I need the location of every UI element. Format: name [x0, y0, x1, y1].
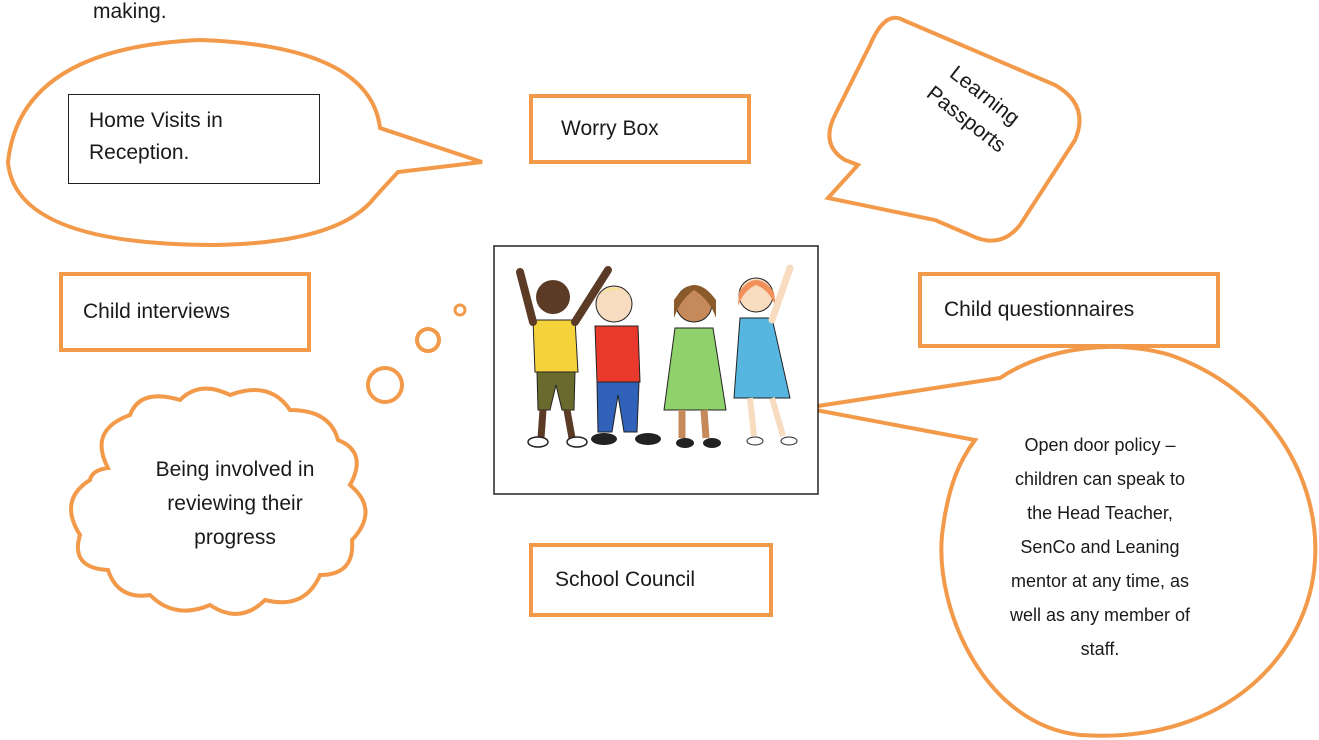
worry-box-label: Worry Box	[561, 117, 659, 140]
home-visits-label: Home Visits in Reception.	[89, 109, 223, 164]
open-door-label: Open door policy – children can speak to…	[1009, 435, 1191, 659]
thought-dot-large	[366, 366, 404, 404]
open-door-text-area: Open door policy – children can speak to…	[1000, 428, 1200, 668]
child-questionnaires-box: Child questionnaires	[918, 272, 1220, 348]
child-interviews-label: Child interviews	[83, 300, 231, 323]
cloud-bubble	[69, 386, 368, 616]
thought-dot-small	[453, 303, 467, 317]
reviewing-progress-label: Being involved in reviewing their progre…	[155, 458, 315, 549]
worry-box: Worry Box	[529, 94, 751, 164]
school-council-box: School Council	[529, 543, 773, 617]
child-questionnaires-label: Child questionnaires	[944, 298, 1135, 321]
top-text-fragment: making.	[93, 0, 167, 23]
thought-dot-medium	[415, 327, 441, 353]
rounded-speech-bubble	[824, 15, 1082, 243]
school-council-label: School Council	[555, 568, 696, 591]
child-interviews-box: Child interviews	[59, 272, 311, 352]
children-cartoon-image	[516, 264, 798, 448]
home-visits-box: Home Visits in Reception.	[68, 94, 320, 184]
